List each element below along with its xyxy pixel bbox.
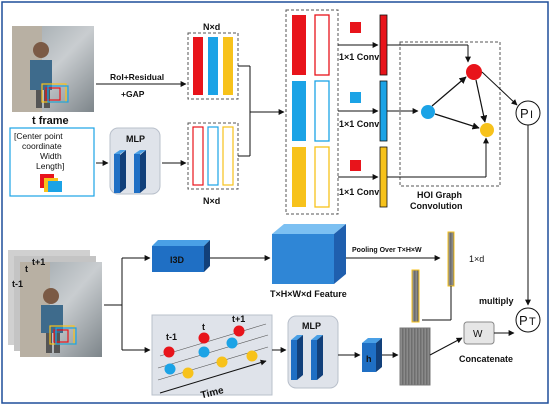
center-line-3: Width — [40, 151, 62, 161]
combined-block — [399, 327, 431, 386]
conv-row-blue — [338, 80, 388, 142]
traj-tp1: t+1 — [232, 314, 245, 324]
nxd-top-block — [187, 32, 239, 100]
arrow-to-w — [429, 337, 463, 356]
p-t-label: P — [519, 313, 528, 328]
one-by-d-label: 1×d — [469, 254, 484, 264]
p-i-subscript: I — [530, 109, 533, 121]
frame-t: t — [25, 264, 28, 274]
hoi-label-1: HOI Graph — [417, 190, 462, 200]
video-frames — [8, 250, 102, 357]
hoi-graph — [387, 41, 518, 187]
center-line-2: coordinate — [22, 141, 62, 151]
nxd-bottom-label: N×d — [203, 196, 220, 206]
w-label: W — [473, 329, 483, 340]
roi-label: RoI+Residual — [110, 72, 164, 82]
p-i-node: P I — [515, 100, 541, 126]
feature-label: T×H×W×d Feature — [270, 289, 347, 299]
concat-features — [285, 9, 339, 215]
frame-tp1: t+1 — [32, 257, 45, 267]
conv-label-1: 1×1 Conv — [339, 52, 379, 62]
conv-row-yellow — [338, 146, 388, 208]
center-line-4: Length] — [36, 161, 64, 171]
pooled-vector-copy — [411, 269, 420, 323]
center-point-box: [Center point coordinate Width Length] — [9, 127, 95, 197]
pooling-label: Pooling Over T×H×W — [352, 247, 422, 254]
i3d-label: I3D — [170, 255, 185, 265]
w-block: W — [463, 321, 495, 345]
t-frame-photo — [12, 26, 94, 112]
mlp-top-label: MLP — [126, 134, 145, 144]
concatenate-label: Concatenate — [459, 354, 513, 364]
t-frame-label: t frame — [32, 115, 69, 127]
conv-label-2: 1×1 Conv — [339, 119, 379, 129]
gap-label: +GAP — [121, 89, 145, 99]
feature-cube — [272, 224, 346, 284]
frame-tm1: t-1 — [12, 279, 23, 289]
p-i-label: P — [520, 106, 529, 121]
p-t-node: P T — [515, 307, 541, 333]
multiply-label: multiply — [479, 296, 514, 306]
trajectory-panel — [151, 314, 273, 396]
pooled-vector — [447, 231, 455, 287]
traj-tm1: t-1 — [166, 332, 177, 342]
mlp-top: MLP — [109, 127, 161, 195]
conv-row-red — [338, 14, 388, 76]
hoi-label-2: Convolution — [410, 201, 463, 211]
h-label: h — [366, 354, 372, 364]
traj-t: t — [202, 322, 205, 332]
p-t-subscript: T — [529, 316, 536, 328]
nxd-top-label: N×d — [203, 22, 220, 32]
mlp-bottom-label: MLP — [302, 321, 321, 331]
h-block: h — [362, 338, 382, 372]
nxd-bottom-block — [187, 122, 239, 190]
mlp-bottom: MLP — [287, 315, 339, 389]
conv-label-3: 1×1 Conv — [339, 187, 379, 197]
i3d-block: I3D — [152, 240, 210, 272]
center-line-1: [Center point — [14, 131, 63, 141]
